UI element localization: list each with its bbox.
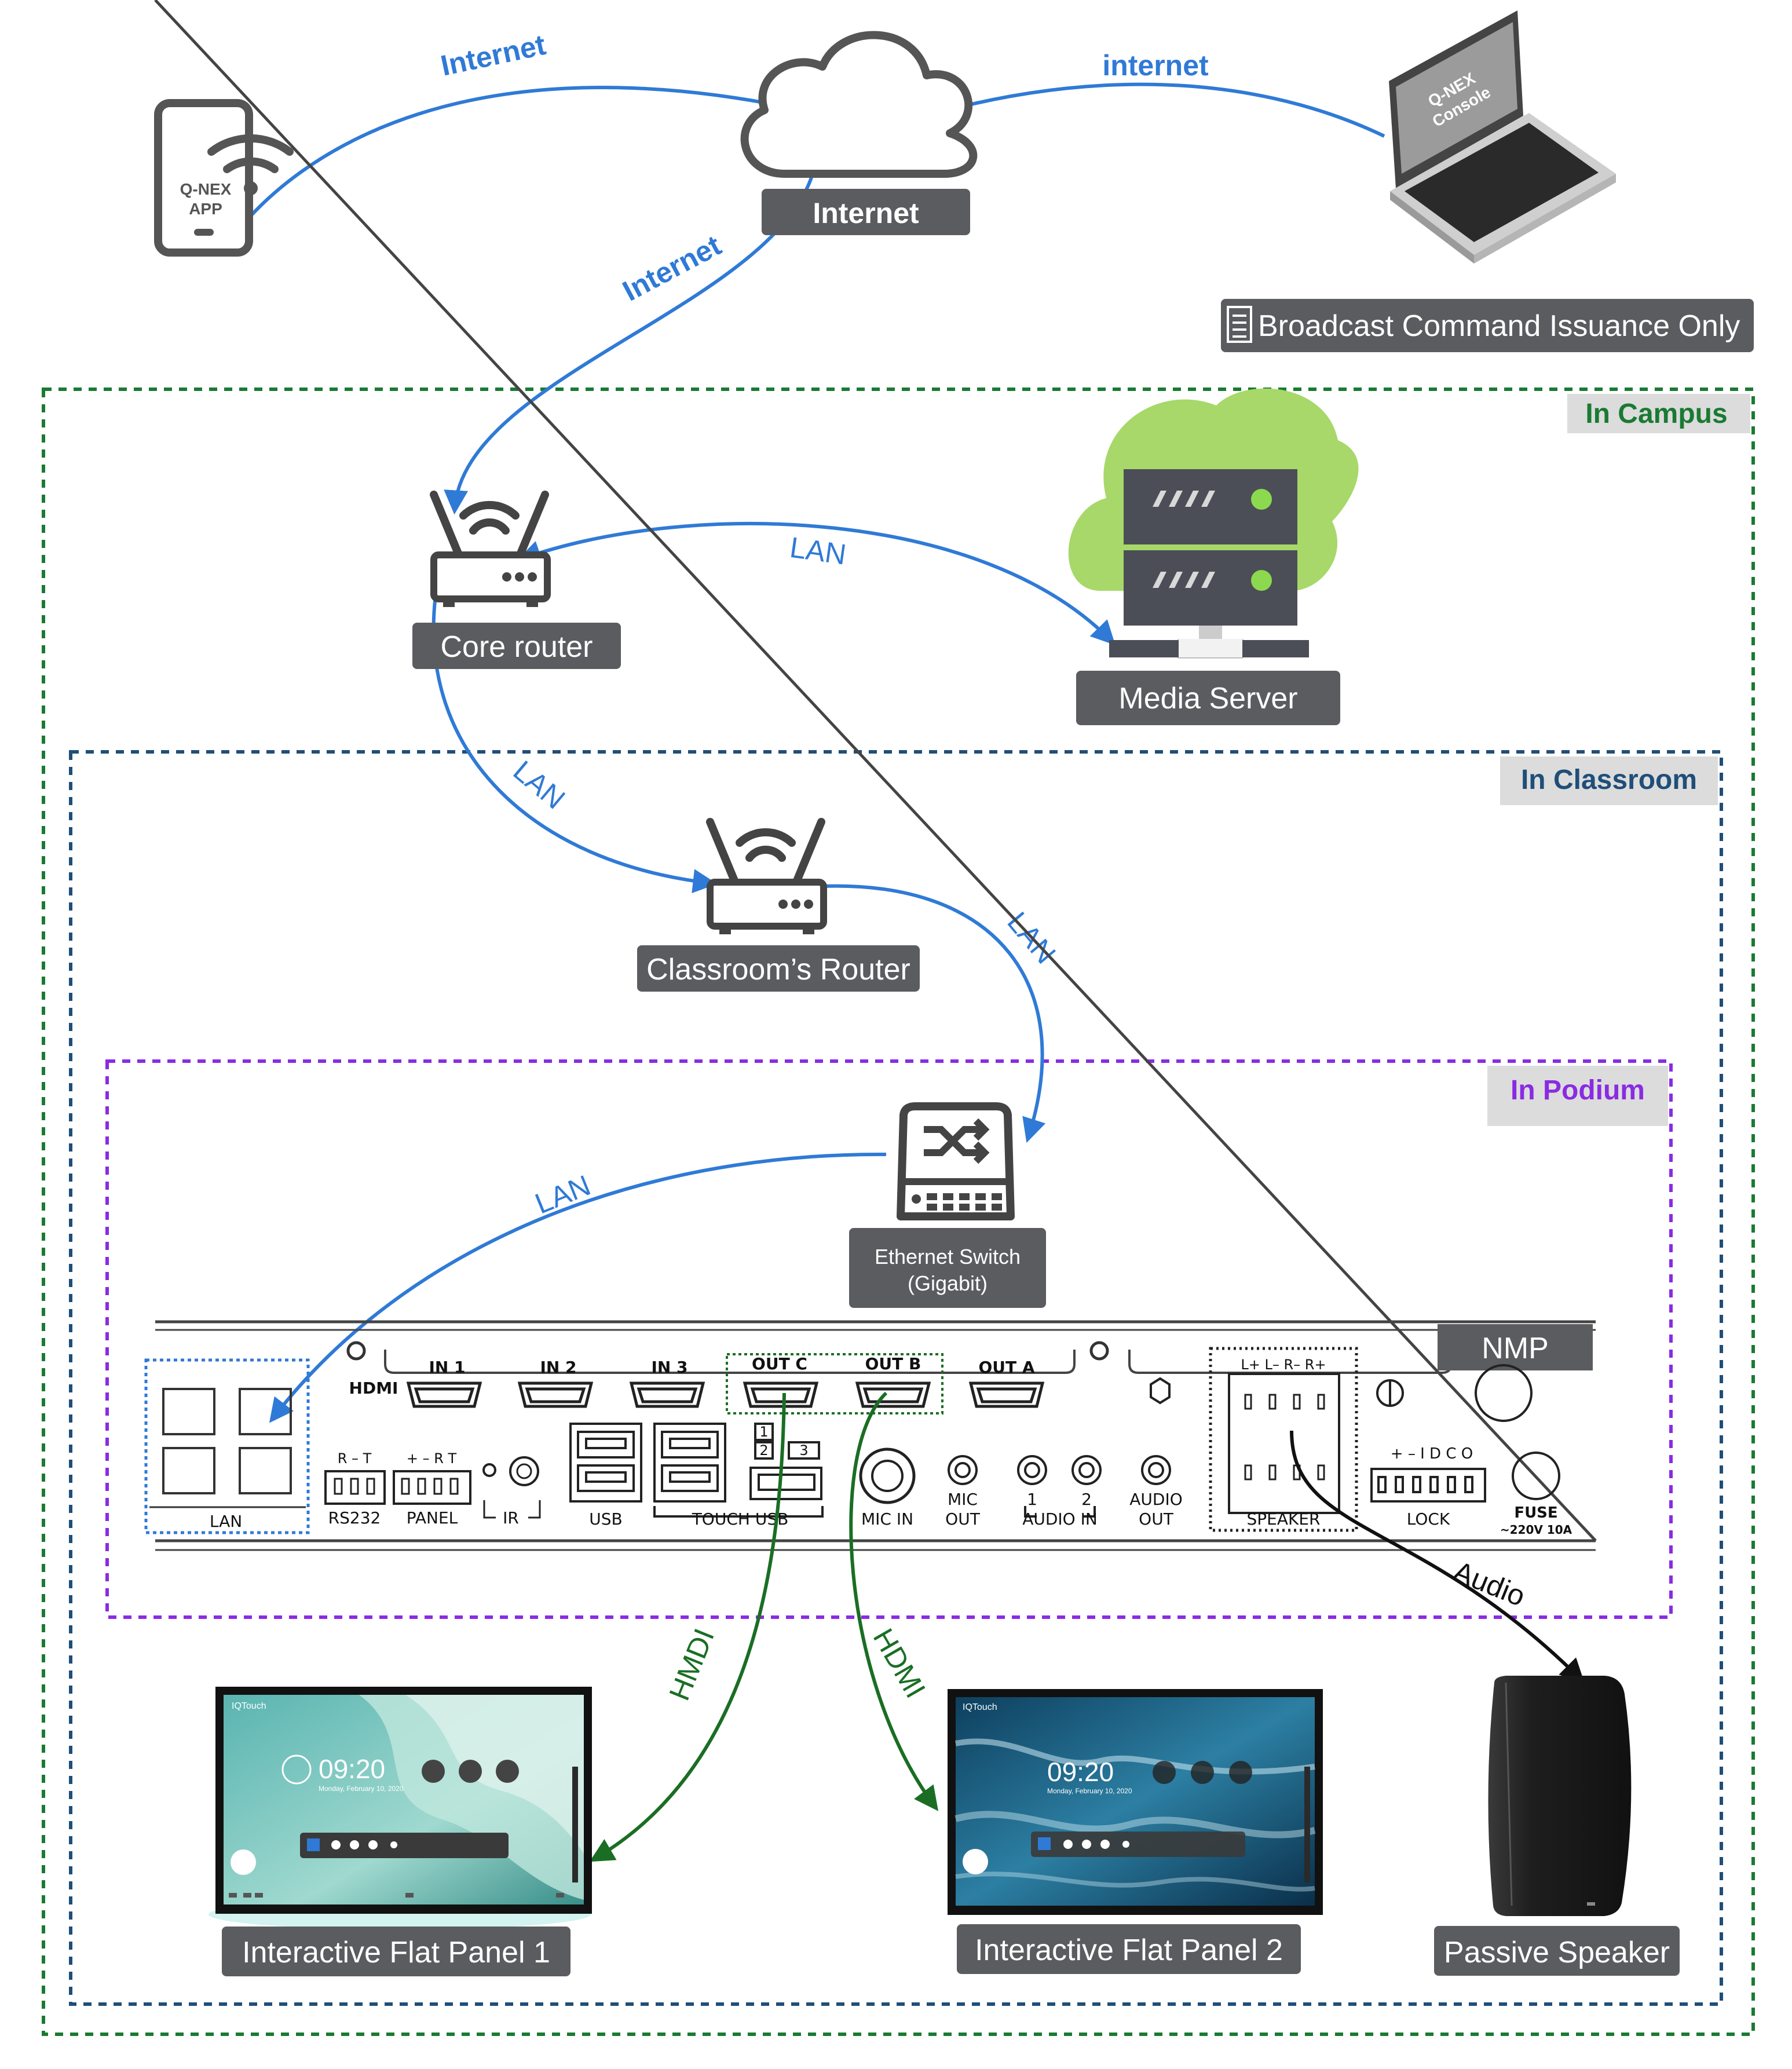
port-usb-label: USB <box>589 1509 622 1529</box>
usb-1-label: 1 <box>759 1424 768 1440</box>
zone-campus-label: In Campus <box>1585 399 1727 429</box>
port-outb-label: OUT B <box>865 1354 921 1373</box>
panel2-time: 09:20 <box>1047 1757 1114 1787</box>
usb-2-label: 2 <box>759 1442 768 1458</box>
link-switch-nmp <box>269 1152 887 1423</box>
port-in3-label: IN 3 <box>651 1358 687 1377</box>
port-mic-out-label-2: OUT <box>945 1509 981 1529</box>
cloud-label-box: Internet <box>762 189 970 235</box>
edge-label-outc: HMDI <box>663 1624 721 1705</box>
port-outa-label: OUT A <box>978 1358 1034 1377</box>
port-in1-label: IN 1 <box>429 1358 465 1377</box>
edge-label-cloud-core: Internet <box>617 229 726 308</box>
passive-speaker-label: Passive Speaker <box>1444 1936 1670 1969</box>
panel2-date: Monday, February 10, 2020 <box>1047 1787 1132 1795</box>
nmp-label: NMP <box>1482 1332 1549 1365</box>
core-router-icon <box>430 491 551 607</box>
av-links <box>589 1391 1585 1862</box>
port-lock-label: LOCK <box>1407 1509 1450 1529</box>
ethernet-switch-label-box: Ethernet Switch (Gigabit) <box>849 1228 1046 1308</box>
laptop-console: Q-NEX Console <box>1389 10 1616 264</box>
port-audio-out-label-2: OUT <box>1139 1509 1174 1529</box>
port-in2-label: IN 2 <box>540 1358 576 1377</box>
nmp-rear-panel: NMP LAN HDMI IN 1 IN 2 IN 3 OUT C OUT B … <box>144 0 1597 1551</box>
phone-app-label-1: Q-NEX <box>180 180 232 198</box>
switch-label-2: (Gigabit) <box>908 1271 988 1295</box>
switch-label-1: Ethernet Switch <box>875 1245 1021 1269</box>
panel1-date: Monday, February 10, 2020 <box>319 1785 404 1793</box>
zone-classroom: In Classroom <box>69 750 1723 2006</box>
link-speaker-audio <box>1290 1430 1585 1683</box>
zone-classroom-label: In Classroom <box>1521 765 1697 795</box>
port-mic-in-label: MIC IN <box>861 1509 913 1529</box>
edge-label-app-cloud: Internet <box>438 28 548 82</box>
broadcast-note: Broadcast Command Issuance Only <box>1221 299 1754 352</box>
panel-pins: + – R T <box>407 1450 457 1467</box>
zone-campus: In Campus <box>42 388 1755 2036</box>
port-lan-label: LAN <box>210 1512 242 1531</box>
port-audio-in-2: 2 <box>1081 1490 1092 1509</box>
classroom-router-label-box: Classroom’s Router <box>637 945 920 992</box>
link-classroom-switch <box>822 884 1046 1143</box>
flat-panel-2-label: Interactive Flat Panel 2 <box>975 1933 1283 1967</box>
port-mic-out-label-1: MIC <box>948 1490 978 1509</box>
edge-label-console-cloud: internet <box>1102 49 1209 82</box>
classroom-router-label: Classroom’s Router <box>646 953 910 986</box>
link-app-cloud <box>227 86 807 243</box>
zone-podium: In Podium <box>105 1059 1673 1619</box>
broadcast-label: Broadcast Command Issuance Only <box>1258 309 1740 343</box>
classroom-router-icon <box>706 818 827 934</box>
port-audio-out-label-1: AUDIO <box>1129 1490 1183 1509</box>
link-outc-panel1 <box>589 1392 786 1862</box>
passive-speaker-icon <box>1488 1676 1632 1916</box>
flat-panel-2-label-box: Interactive Flat Panel 2 <box>957 1924 1301 1974</box>
media-server-label-box: Media Server <box>1076 671 1340 725</box>
hdmi-ports <box>406 1381 1045 1408</box>
phone-app-label-2: APP <box>189 200 222 218</box>
port-touch-usb-label: TOUCH USB <box>692 1509 789 1529</box>
lock-pins: + – I D C O <box>1391 1445 1473 1463</box>
port-speaker-label: SPEAKER <box>1246 1509 1320 1529</box>
panel1-time: 09:20 <box>319 1754 385 1784</box>
core-router-label-box: Core router <box>412 623 621 669</box>
link-console-cloud <box>898 82 1385 138</box>
panel2-brand: IQTouch <box>963 1702 997 1712</box>
flat-panel-1: IQTouch 09:20 Monday, February 10, 2020 <box>209 1687 592 1929</box>
port-ir-label: IR <box>503 1508 519 1527</box>
ethernet-switch-icon <box>897 1102 1015 1220</box>
panel1-brand: IQTouch <box>232 1701 266 1711</box>
port-audio-in-label: AUDIO IN <box>1022 1509 1098 1529</box>
link-outb-panel2 <box>849 1391 939 1811</box>
flat-panel-1-label-box: Interactive Flat Panel 1 <box>222 1927 570 1976</box>
speaker-pins: L+ L– R– R+ <box>1241 1357 1326 1373</box>
edge-label-switch-nmp: LAN <box>531 1169 595 1220</box>
flat-panel-1-label: Interactive Flat Panel 1 <box>242 1936 550 1969</box>
core-router-label: Core router <box>441 630 593 664</box>
zone-podium-label: In Podium <box>1511 1075 1645 1106</box>
cloud-label: Internet <box>813 197 919 229</box>
rs232-pins: R – T <box>338 1450 372 1467</box>
port-audio-in-1: 1 <box>1027 1490 1037 1509</box>
media-server-label: Media Server <box>1118 682 1297 715</box>
document-icon <box>1227 306 1252 343</box>
phone-app-device: Q-NEX APP <box>154 99 294 257</box>
port-panel-label: PANEL <box>407 1508 458 1527</box>
media-server-icon <box>1068 388 1359 659</box>
port-outc-label: OUT C <box>752 1354 807 1373</box>
usb-3-label: 3 <box>799 1442 808 1458</box>
flat-panel-2: IQTouch 09:20 Monday, February 10, 2020 <box>948 1689 1323 1915</box>
cloud-icon <box>740 31 978 178</box>
edge-label-core-media: LAN <box>788 531 848 571</box>
port-rs232-label: RS232 <box>328 1508 381 1527</box>
hdmi-label: HDMI <box>349 1379 398 1398</box>
wifi-icon <box>207 134 294 195</box>
shuffle-icon <box>924 1118 990 1164</box>
av-edge-labels: HMDI HDMI Audio <box>663 1555 1530 1705</box>
link-core-media <box>517 522 1116 646</box>
passive-speaker-label-box: Passive Speaker <box>1434 1926 1680 1976</box>
port-fuse-label-2: ~220V 10A <box>1500 1523 1572 1537</box>
port-fuse-label-1: FUSE <box>1514 1504 1557 1522</box>
